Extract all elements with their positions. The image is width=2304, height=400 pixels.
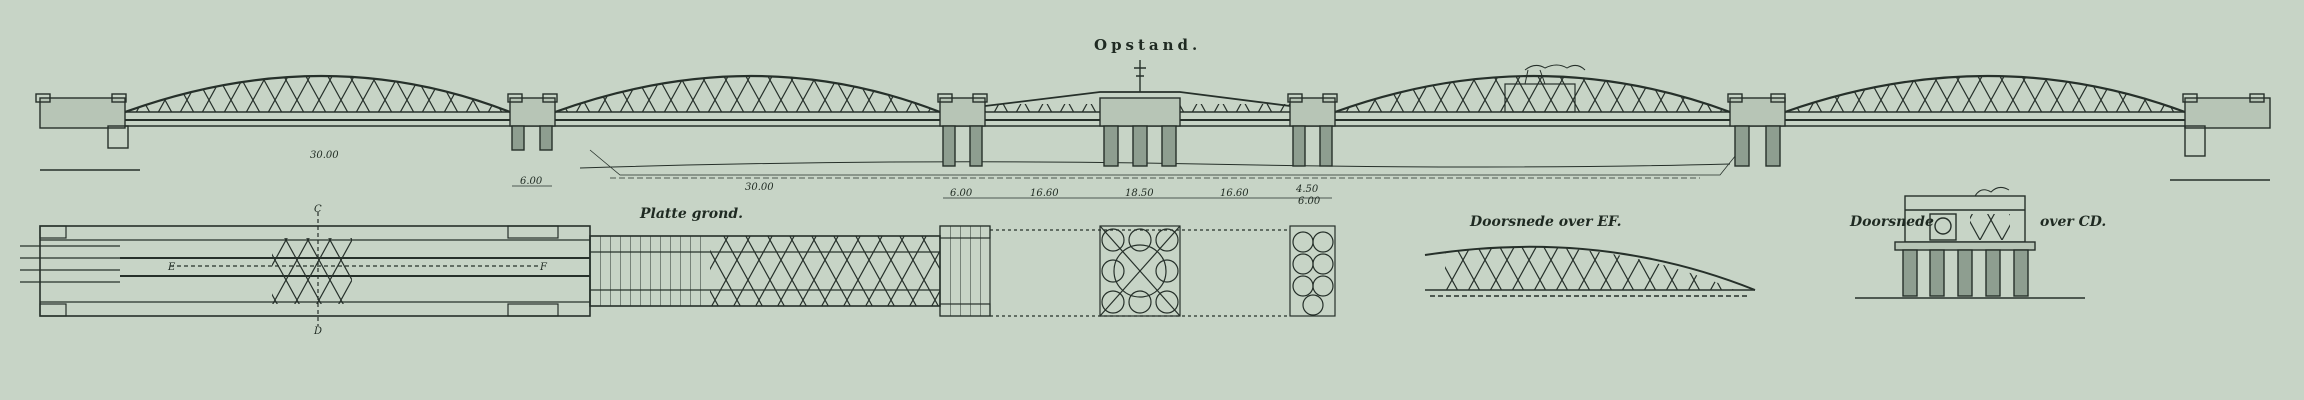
plan-view <box>20 212 1336 326</box>
section-ef-view <box>1424 245 1756 297</box>
abutment-left <box>35 93 140 171</box>
dimension-label: 16.60 <box>1220 188 1249 199</box>
section-cd-title-word: Doorsnede <box>1850 214 1934 230</box>
elevation-view <box>35 60 2271 199</box>
pier-4 <box>1727 93 1786 167</box>
dimension-label: 6.00 <box>950 188 973 199</box>
section-cd-view <box>1855 186 2085 299</box>
dimension-label: 16.60 <box>1030 188 1059 199</box>
pier-center <box>1099 97 1181 167</box>
section-marker-e: E <box>168 262 176 273</box>
elevation-title: Opstand. <box>1094 36 1202 54</box>
section-ef-title: Doorsnede over EF. <box>1470 214 1622 230</box>
pier-foundation-plan-2 <box>1289 225 1336 317</box>
arch-span-1 <box>124 74 511 114</box>
plan-pier-caps <box>39 225 991 317</box>
pier-3 <box>1287 93 1338 167</box>
abutment-right <box>2170 93 2271 181</box>
section-marker-d: D <box>314 326 323 337</box>
dimension-label: 30.00 <box>310 150 339 161</box>
arch-span-4 <box>1784 74 2186 114</box>
plan-title: Platte grond. <box>640 206 743 222</box>
pier-1 <box>507 93 558 151</box>
arch-span-2 <box>554 74 941 114</box>
section-cd-title-suffix: over CD. <box>2040 214 2107 230</box>
dimension-label: 6.00 <box>1298 196 1321 207</box>
dimension-label: 18.50 <box>1125 188 1154 199</box>
dimension-label: 6.00 <box>520 176 543 187</box>
arch-span-3 <box>1334 64 1731 114</box>
pier-2 <box>937 93 988 167</box>
dimension-label: 4.50 <box>1296 184 1319 195</box>
section-marker-c: C <box>314 204 322 215</box>
dimension-lines <box>512 185 1332 199</box>
dimension-label: 30.00 <box>745 182 774 193</box>
section-marker-f: F <box>540 262 547 273</box>
pier-foundation-plan-1 <box>1099 225 1181 317</box>
